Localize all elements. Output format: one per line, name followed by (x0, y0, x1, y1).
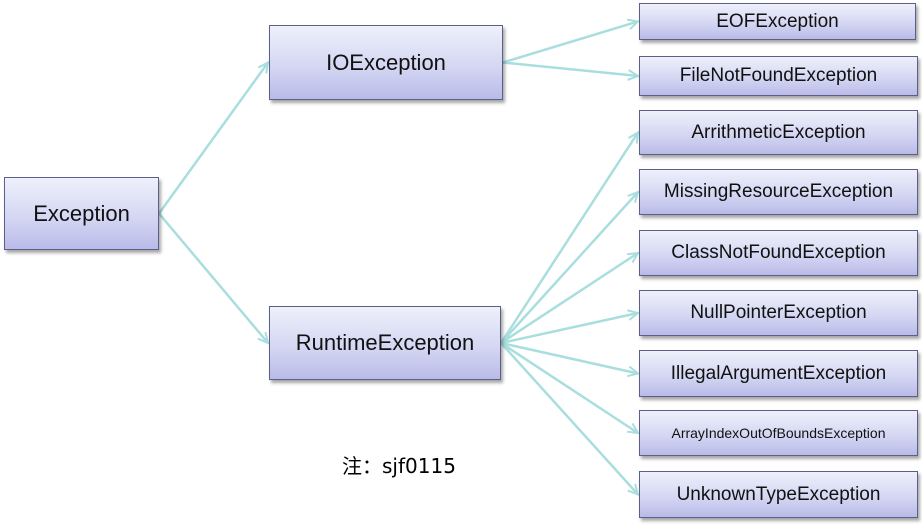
node-exception: Exception (4, 177, 159, 250)
edge-runtime_exception-to-null_pointer_exception (500, 313, 638, 345)
edge-runtime_exception-to-illegal_argument_exception (500, 341, 638, 374)
node-illegal-argument-exception: IllegalArgumentException (639, 350, 918, 397)
node-unknown-type-exception: UnknownTypeException (639, 471, 918, 518)
edge-exception-to-io_exception (157, 63, 268, 215)
node-file-not-found-exception: FileNotFoundException (639, 56, 918, 96)
edge-runtime_exception-to-array_index_out_of_bounds_exception (500, 341, 638, 433)
edge-runtime_exception-to-arrithmetic_exception (499, 133, 638, 344)
edge-io_exception-to-file_not_found_exception (502, 61, 638, 77)
node-missing-resource-exception: MissingResourceException (639, 169, 918, 215)
node-array-index-out-of-bounds-exception: ArrayIndexOutOfBoundsException (639, 410, 918, 456)
edge-io_exception-to-eof_exception (502, 22, 638, 64)
node-null-pointer-exception: NullPointerException (639, 290, 918, 336)
edge-runtime_exception-to-class_not_found_exception (500, 253, 638, 345)
edge-runtime_exception-to-missing_resource_exception (500, 192, 638, 344)
edge-runtime_exception-to-unknown_type_exception (500, 342, 638, 495)
edge-exception-to-runtime_exception (158, 212, 268, 344)
note-label: 注：sjf0115 (342, 454, 456, 478)
node-class-not-found-exception: ClassNotFoundException (639, 230, 918, 276)
node-arrithmetic-exception: ArrithmeticException (639, 110, 918, 155)
node-eof-exception: EOFException (639, 3, 916, 40)
node-io-exception: IOException (269, 25, 503, 100)
node-runtime-exception: RuntimeException (269, 306, 501, 380)
